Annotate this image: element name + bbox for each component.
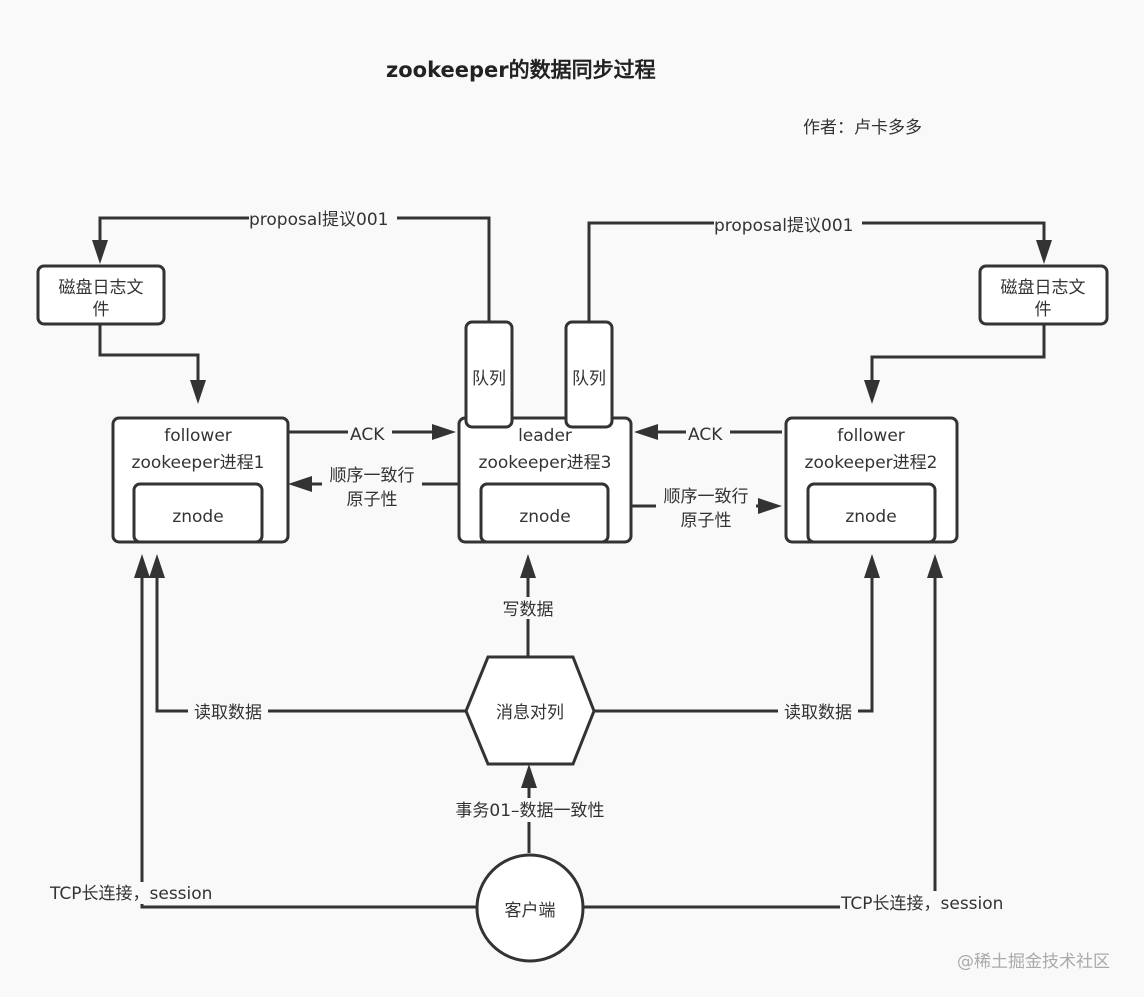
edge-disk-left-to-follower1: [98, 324, 206, 404]
author-label: 作者：卢卡多多: [803, 118, 922, 138]
proposal-left-label: proposal提议001: [249, 210, 388, 230]
edge-read-right: [594, 554, 880, 713]
disk-right-line2: 件: [1035, 300, 1052, 320]
follower2-name: zookeeper进程2: [805, 453, 938, 473]
ack-left-label: ACK: [350, 425, 385, 445]
leader-name: zookeeper进程3: [479, 453, 612, 473]
transaction-label: 事务01–数据一致性: [455, 801, 604, 821]
follower1-role: follower: [164, 426, 232, 446]
ack-right-label: ACK: [688, 425, 723, 445]
follower1-znode-label: znode: [172, 507, 223, 527]
order-right-label-line1: 顺序一致行: [664, 487, 749, 507]
edge-disk-right-to-follower2: [864, 324, 1046, 404]
edge-tcp-right: [583, 554, 943, 909]
write-label: 写数据: [503, 600, 554, 620]
tcp-right-label: TCP长连接，session: [840, 894, 1003, 914]
follower1-name: zookeeper进程1: [132, 453, 265, 473]
disk-right-line1: 磁盘日志文: [1001, 278, 1086, 298]
client-node[interactable]: 客户端: [475, 853, 585, 963]
proposal-right-label: proposal提议001: [714, 216, 853, 236]
follower2-role: follower: [837, 426, 905, 446]
queue-right-label: 队列: [572, 369, 606, 389]
leader-role: leader: [518, 426, 572, 446]
diagram-title: zookeeper的数据同步过程: [386, 58, 656, 82]
disk-log-file-left[interactable]: 磁盘日志文 件: [36, 264, 166, 326]
follower2-znode-label: znode: [845, 507, 896, 527]
message-queue-label: 消息对列: [496, 703, 564, 723]
disk-log-file-right[interactable]: 磁盘日志文 件: [978, 264, 1109, 326]
leader-znode[interactable]: znode: [479, 482, 610, 544]
disk-left-line1: 磁盘日志文: [59, 278, 144, 298]
tcp-left-label: TCP长连接，session: [49, 884, 212, 904]
read-left-label: 读取数据: [194, 703, 262, 723]
order-left-label-line2: 原子性: [347, 490, 398, 510]
leader-queue-left[interactable]: 队列: [464, 320, 514, 429]
disk-left-line2: 件: [93, 300, 110, 320]
follower-node-1[interactable]: follower zookeeper进程1 znode: [111, 416, 290, 544]
edge-tcp-left: [134, 554, 476, 909]
follower1-znode[interactable]: znode: [132, 482, 264, 544]
leader-node[interactable]: leader zookeeper进程3 znode: [457, 416, 633, 544]
follower2-znode[interactable]: znode: [806, 482, 937, 544]
order-left-label-line1: 顺序一致行: [330, 466, 415, 486]
message-queue-hexagon[interactable]: 消息对列: [464, 655, 596, 766]
queue-left-label: 队列: [472, 369, 506, 389]
order-right-label-line2: 原子性: [681, 511, 732, 531]
leader-queue-right[interactable]: 队列: [564, 320, 614, 429]
client-label: 客户端: [505, 901, 556, 921]
edge-read-left: [149, 554, 466, 713]
follower-node-2[interactable]: follower zookeeper进程2 znode: [784, 416, 959, 544]
read-right-label: 读取数据: [784, 703, 852, 723]
watermark: @稀土掘金技术社区: [957, 952, 1110, 972]
leader-znode-label: znode: [519, 507, 570, 527]
